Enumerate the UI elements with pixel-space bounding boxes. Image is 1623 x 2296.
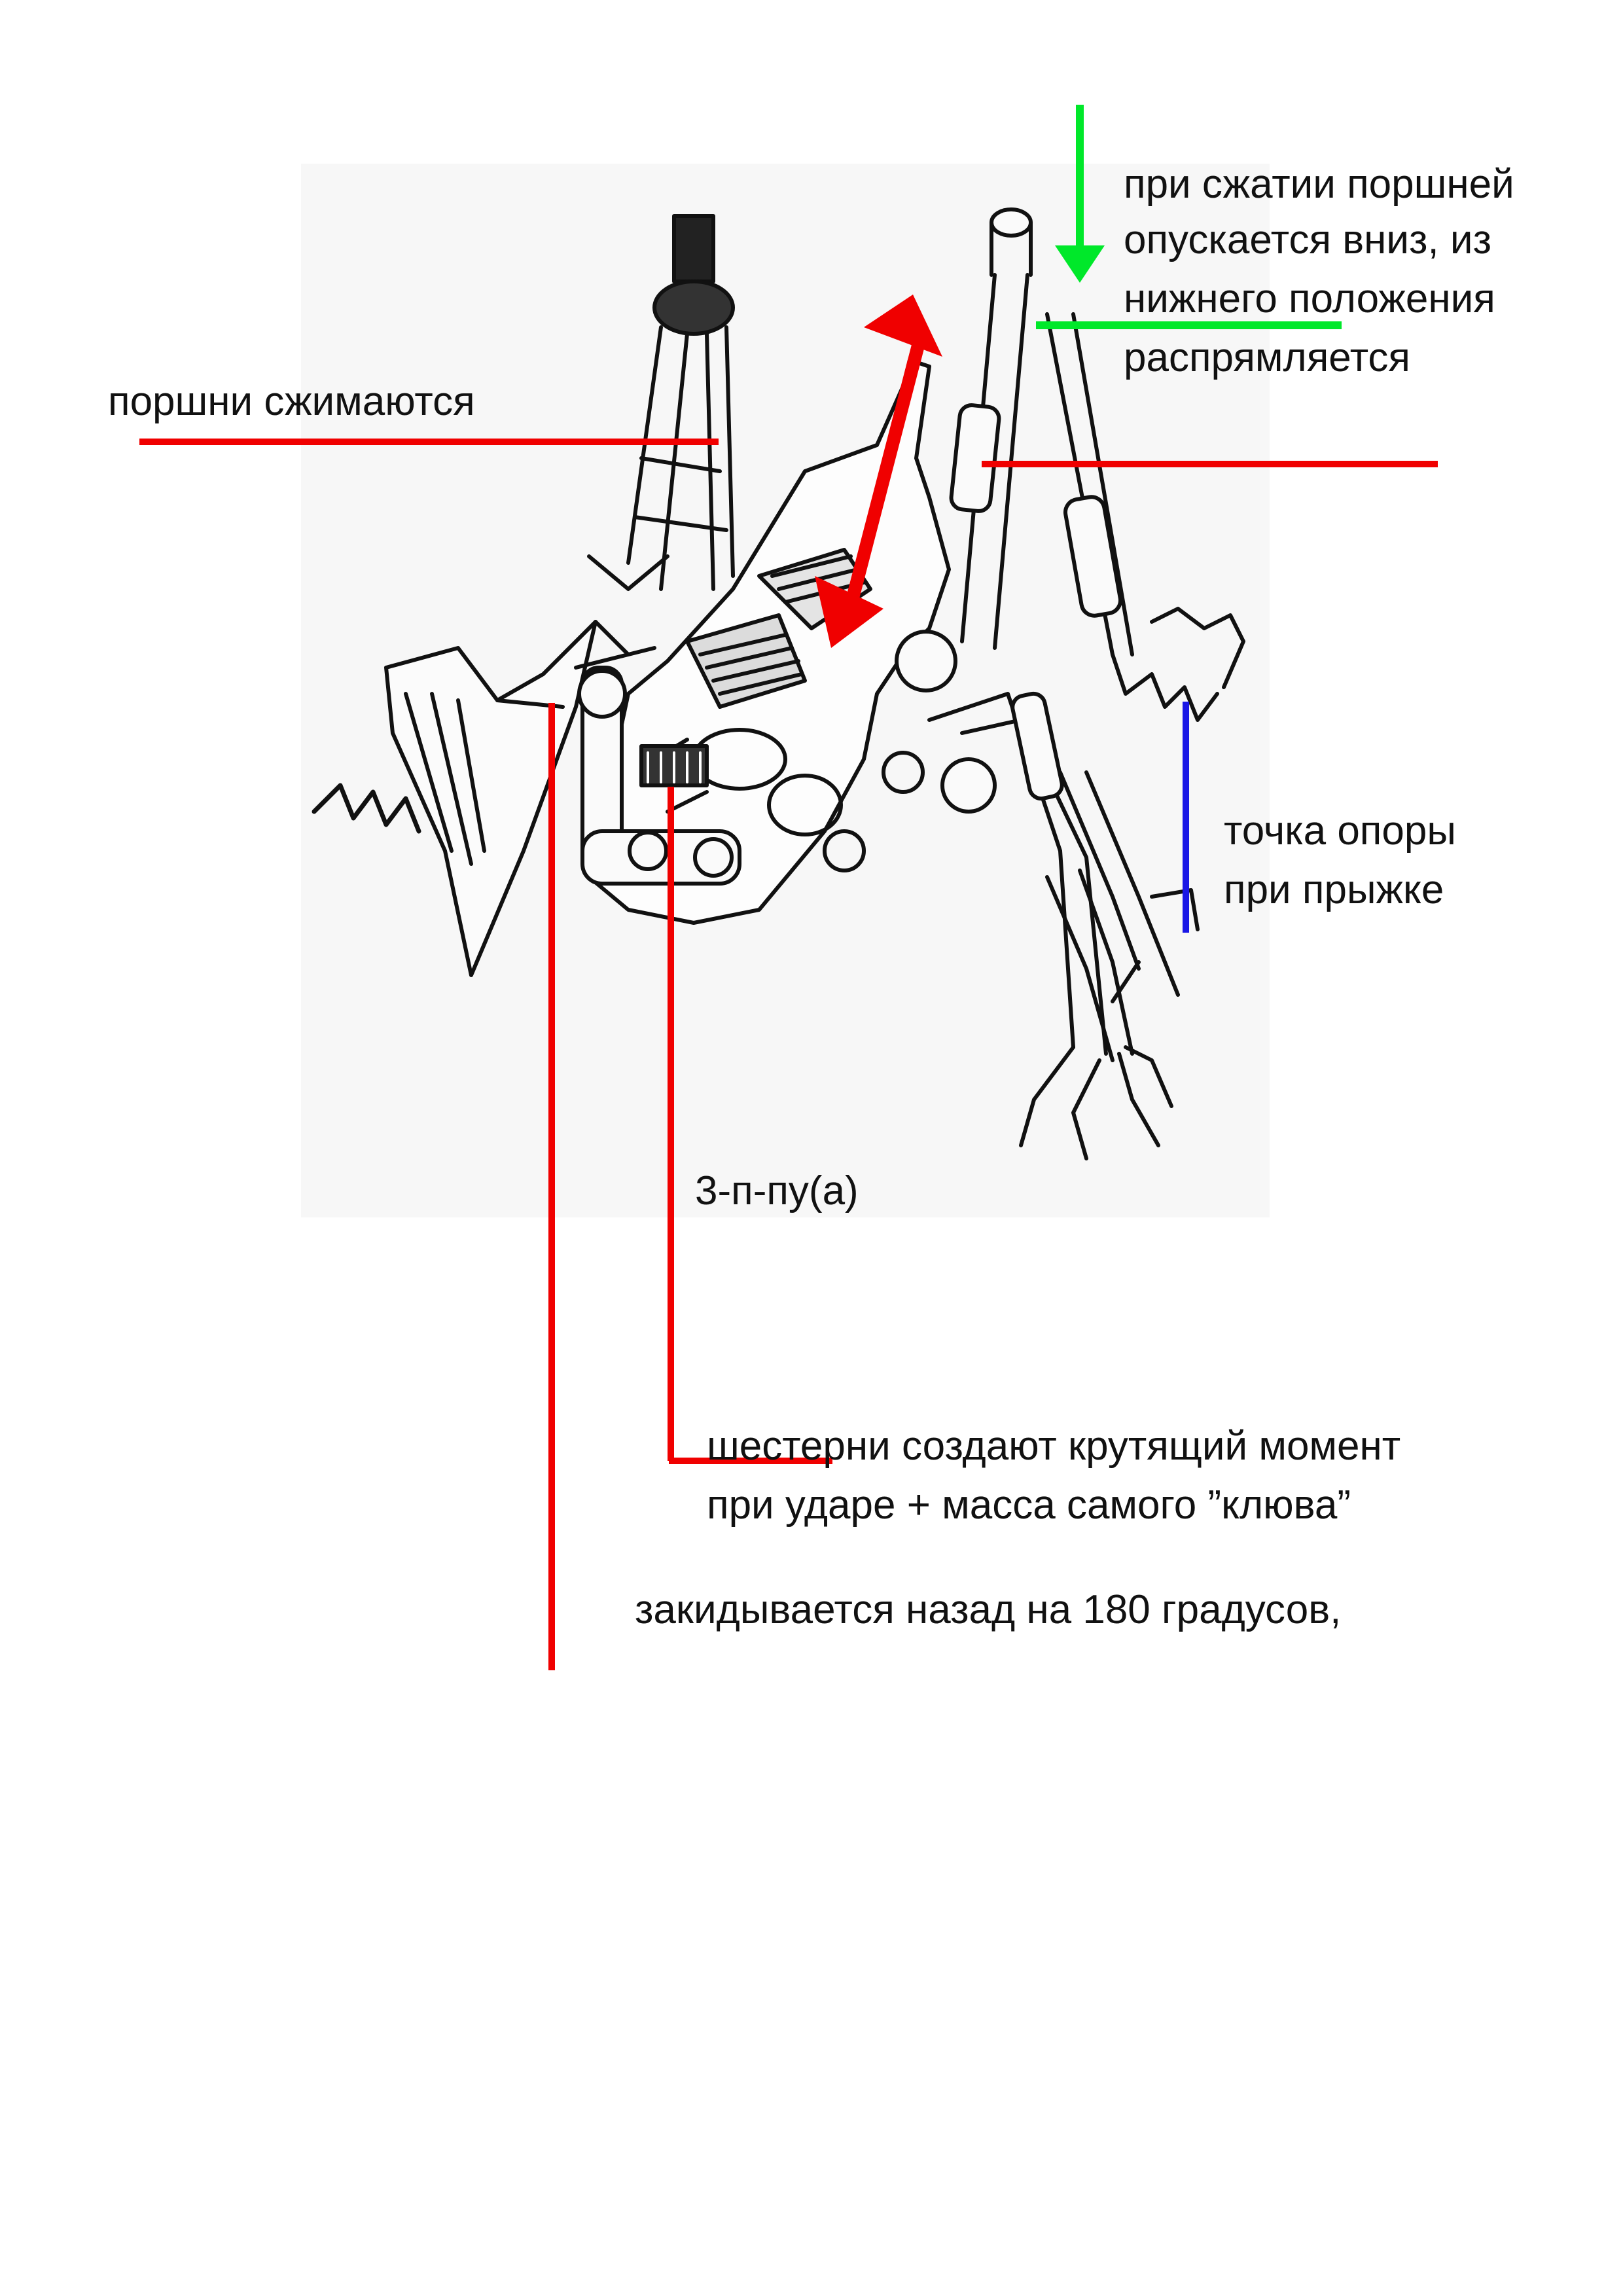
- green-down-arrow: [1055, 105, 1105, 283]
- compress-text-line4: распрямляется: [1124, 335, 1410, 380]
- right-lower-legs: [927, 691, 1200, 1160]
- movement-double-arrow: [815, 295, 942, 648]
- left-wing-blade: [312, 554, 669, 977]
- compress-text-line1: при сжатии поршней: [1124, 162, 1514, 207]
- compress-text-line3: нижнего положения: [1124, 276, 1495, 321]
- right-raised-leg: [895, 207, 1245, 722]
- gears-text-line1: шестерни создают крутящий момент: [707, 1424, 1401, 1469]
- pistons-compress-label: поршни сжимаются: [108, 379, 475, 424]
- annotation-marks: [139, 105, 1438, 1670]
- support-point-label-line2: при прыжке: [1224, 867, 1444, 912]
- support-point-label-line1: точка опоры: [1224, 808, 1456, 853]
- compress-text-line2: опускается вниз, из: [1124, 217, 1491, 262]
- gears-text-line2: при ударе + масса самого ”клюва”: [707, 1482, 1351, 1528]
- code-label: 3-п-пу(а): [695, 1168, 859, 1213]
- throw-back-label: закидывается назад на 180 градусов,: [635, 1587, 1342, 1632]
- front-gear-mechanism: [577, 666, 741, 886]
- robot-sketch: [312, 207, 1245, 1160]
